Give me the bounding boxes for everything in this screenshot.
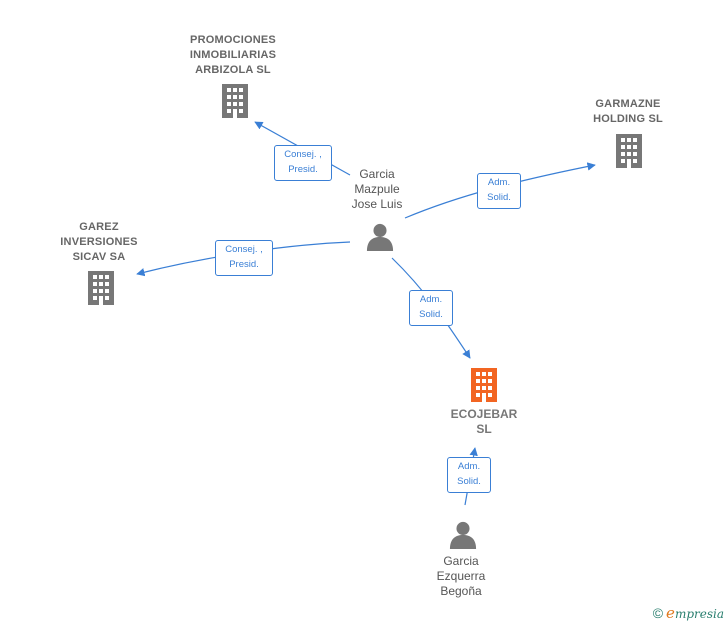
label-line: Begoña — [440, 584, 482, 598]
label-line: ARBIZOLA SL — [195, 64, 271, 76]
copyright-icon: © — [652, 605, 664, 621]
relation-text: Consej. , — [284, 149, 322, 160]
label-line: SICAV SA — [72, 251, 126, 263]
relation-badge[interactable]: Consej. , Presid. — [274, 145, 332, 181]
person-garcia-mazpule-label[interactable]: Garcia Mazpule Jose Luis — [327, 167, 427, 212]
label-line: INMOBILIARIAS — [189, 49, 277, 61]
person-icon[interactable] — [449, 521, 477, 549]
company-promociones-label[interactable]: PROMOCIONES INMOBILIARIAS ARBIZOLA SL — [168, 33, 298, 78]
person-icon[interactable] — [366, 223, 394, 251]
label-line: GARMAZNE — [595, 98, 661, 110]
building-icon[interactable] — [222, 84, 248, 118]
brand-name: mpresia — [674, 607, 724, 621]
relation-text: Adm. — [487, 177, 511, 188]
label-line: GAREZ — [79, 221, 119, 233]
relation-text: Presid. — [288, 164, 318, 175]
label-line: INVERSIONES — [60, 236, 138, 248]
building-icon[interactable] — [88, 271, 114, 305]
person-garcia-ezquerra-label[interactable]: Garcia Ezquerra Begoña — [411, 554, 511, 599]
label-line: Garcia — [359, 167, 395, 181]
label-line: Mazpule — [354, 182, 400, 196]
relation-badge[interactable]: Adm. Solid. — [409, 290, 453, 326]
relation-badge[interactable]: Adm. Solid. — [447, 457, 491, 493]
company-ecojebar-label[interactable]: ECOJEBAR SL — [434, 407, 534, 437]
relation-badge[interactable]: Adm. Solid. — [477, 173, 521, 209]
label-line: PROMOCIONES — [190, 34, 276, 46]
building-icon[interactable] — [616, 134, 642, 168]
building-icon[interactable] — [471, 368, 497, 402]
company-garez-label[interactable]: GAREZ INVERSIONES SICAV SA — [49, 220, 149, 265]
brand-initial: e — [666, 604, 675, 622]
label-line: Garcia — [443, 554, 479, 568]
relation-text: Solid. — [457, 476, 481, 487]
label-line: Ezquerra — [436, 569, 486, 583]
label-line: SL — [476, 422, 492, 436]
relation-text: Adm. — [419, 294, 443, 305]
relation-text: Presid. — [229, 259, 259, 270]
relation-text: Solid. — [419, 309, 443, 320]
relation-badge[interactable]: Consej. , Presid. — [215, 240, 273, 276]
relation-text: Solid. — [487, 192, 511, 203]
company-garmazne-label[interactable]: GARMAZNE HOLDING SL — [578, 97, 678, 127]
relation-text: Adm. — [457, 461, 481, 472]
label-line: ECOJEBAR — [450, 407, 518, 421]
label-line: HOLDING SL — [593, 113, 663, 125]
footer-brand: ©empresia — [653, 604, 724, 622]
label-line: Jose Luis — [351, 197, 403, 211]
relation-text: Consej. , — [225, 244, 263, 255]
